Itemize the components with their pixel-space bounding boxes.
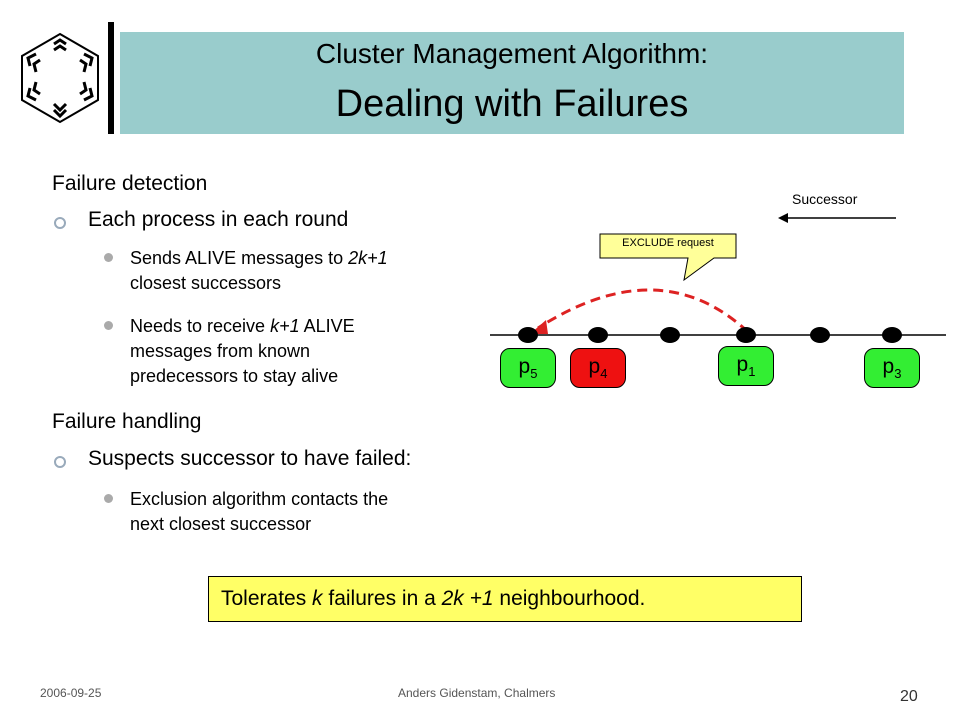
detection-item: Each process in each round	[88, 208, 349, 231]
exclusion-bullet: Exclusion algorithm contacts the next cl…	[130, 487, 388, 537]
receive-line3: predecessors to stay alive	[130, 366, 339, 386]
chalmers-hexagon-logo-icon	[21, 32, 99, 124]
receive-em: k+1	[270, 316, 300, 336]
handling-item: Suspects successor to have failed:	[88, 447, 412, 470]
ring-diagram	[490, 233, 946, 343]
process-nodes	[518, 327, 902, 343]
alive-em: 2k+1	[348, 248, 388, 268]
exclusion-line1: Exclusion algorithm contacts the	[130, 489, 389, 509]
title-divider	[108, 22, 114, 134]
process-p4: p4	[570, 348, 626, 388]
title-banner	[120, 32, 904, 134]
alive-line2: closest successors	[130, 273, 282, 293]
callout-shape	[599, 233, 737, 282]
successor-label: Successor	[792, 191, 858, 207]
dot-bullet-icon	[104, 253, 113, 262]
process-p1: p1	[718, 346, 774, 386]
page-title-line2: Dealing with Failures	[335, 83, 689, 125]
node	[588, 327, 608, 343]
process-p3: p3	[864, 348, 920, 388]
receive-bullet: Needs to receive k+1 ALIVE messages from…	[130, 314, 355, 389]
successor-arrow-icon	[778, 213, 896, 223]
handling-heading: Failure handling	[52, 410, 202, 433]
node	[810, 327, 830, 343]
tolerance-box: Tolerates k failures in a 2k +1 neighbou…	[208, 576, 802, 622]
alive-bullet: Sends ALIVE messages to 2k+1 closest suc…	[130, 246, 388, 296]
receive-line2: messages from known	[130, 341, 311, 361]
ring-bullet-icon	[54, 217, 66, 229]
footer-author: Anders Gidenstam, Chalmers	[398, 686, 556, 700]
page-number: 20	[900, 688, 918, 705]
dot-bullet-icon	[104, 321, 113, 330]
exclusion-line2: next closest successor	[130, 514, 312, 534]
node	[882, 327, 902, 343]
node	[736, 327, 756, 343]
dot-bullet-icon	[104, 494, 113, 503]
receive-suffix: ALIVE	[299, 316, 355, 336]
node	[518, 327, 538, 343]
detection-heading: Failure detection	[52, 172, 208, 195]
alive-text: Sends ALIVE messages to	[130, 248, 349, 268]
receive-text: Needs to receive	[130, 316, 271, 336]
node	[660, 327, 680, 343]
callout-label: EXCLUDE request	[622, 237, 714, 249]
process-p5: p5	[500, 348, 556, 388]
exclude-arrow	[537, 288, 750, 334]
footer-date: 2006-09-25	[40, 686, 102, 700]
ring-bullet-icon	[54, 456, 66, 468]
page-title-line1: Cluster Management Algorithm:	[315, 38, 709, 69]
